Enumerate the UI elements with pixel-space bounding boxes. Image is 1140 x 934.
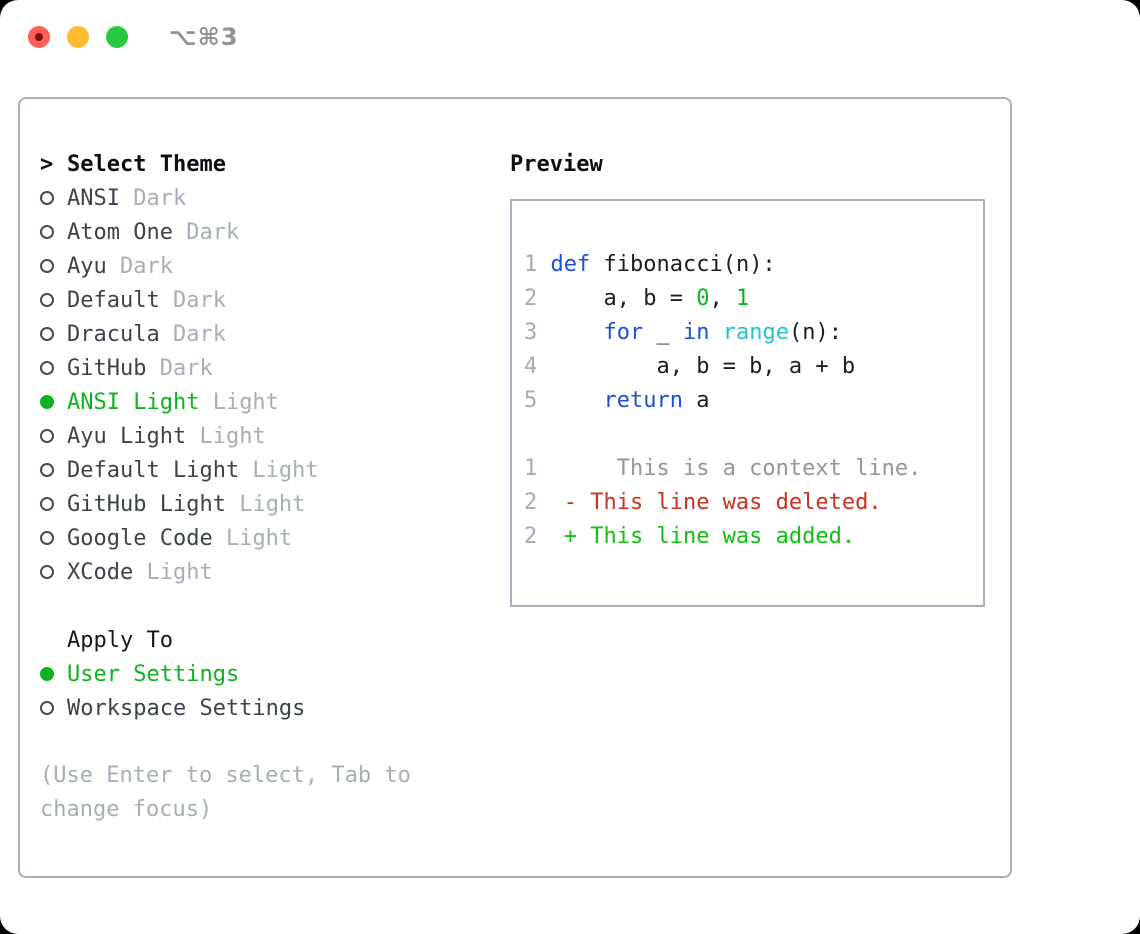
theme-option[interactable]: ANSI Light Light — [40, 385, 510, 419]
apply-to-label: User Settings — [67, 661, 240, 687]
apply-to-option[interactable]: User Settings — [40, 657, 510, 691]
line-number: 2 — [524, 524, 538, 549]
theme-name: ANSI Light — [67, 389, 200, 415]
line-number: 2 — [524, 286, 538, 311]
theme-variant: Light — [186, 423, 266, 449]
theme-option[interactable]: ANSI Dark — [40, 181, 510, 215]
close-button-icon[interactable] — [28, 26, 50, 48]
prompt-icon: > — [40, 151, 54, 177]
preview-line: 5 return a — [524, 388, 710, 413]
theme-option[interactable]: GitHub Light Light — [40, 487, 510, 521]
theme-variant: Dark — [172, 219, 240, 245]
line-number: 2 — [524, 490, 538, 515]
preview-title: Preview — [510, 151, 603, 177]
theme-option[interactable]: Atom One Dark — [40, 215, 510, 249]
radio-icon — [40, 531, 67, 545]
theme-name: Google Code — [67, 525, 213, 551]
radio-icon — [40, 293, 67, 307]
line-number: 1 — [524, 456, 538, 481]
line-number: 5 — [524, 388, 538, 413]
line-number: 3 — [524, 320, 538, 345]
radio-icon — [40, 565, 67, 579]
apply-to-list: User Settings Workspace Settings — [40, 657, 510, 725]
theme-variant: Light — [199, 389, 279, 415]
theme-variant: Light — [133, 559, 213, 585]
theme-variant: Dark — [119, 185, 187, 211]
window-shortcut-title: ⌥⌘3 — [169, 23, 239, 51]
theme-option[interactable]: Dracula Dark — [40, 317, 510, 351]
theme-name: ANSI — [67, 185, 120, 211]
diff-preview-block: 1 This is a context line. 2 - This line w… — [524, 452, 973, 554]
theme-option[interactable]: Default Light Light — [40, 453, 510, 487]
theme-option[interactable]: Ayu Light Light — [40, 419, 510, 453]
radio-icon — [40, 361, 67, 375]
theme-list: ANSI Dark Atom One Dark Ayu Dark Default… — [40, 181, 510, 589]
select-theme-header-row: > Select Theme — [40, 147, 510, 181]
radio-icon — [40, 463, 67, 477]
radio-icon — [40, 429, 67, 443]
apply-to-title: Apply To — [67, 627, 173, 653]
radio-icon — [40, 327, 67, 341]
zoom-button-icon[interactable] — [106, 26, 128, 48]
preview-line: 3 for _ in range(n): — [524, 320, 842, 345]
apply-to-header-row: Apply To — [40, 623, 510, 657]
preview-box: 1 def fibonacci(n): 2 a, b = 0, 1 3 for _ … — [510, 199, 985, 607]
theme-option[interactable]: Ayu Dark — [40, 249, 510, 283]
line-number: 1 — [524, 252, 538, 277]
theme-variant: Dark — [159, 321, 226, 347]
titlebar: ⌥⌘3 — [28, 23, 239, 51]
radio-icon — [40, 701, 67, 715]
preview-line: 2 + This line was added. — [524, 524, 856, 549]
theme-name: Ayu — [67, 253, 107, 279]
preview-line: 2 - This line was deleted. — [524, 490, 882, 515]
preview-line: 1 def fibonacci(n): — [524, 252, 776, 277]
theme-variant: Dark — [146, 355, 213, 381]
theme-variant: Light — [212, 525, 293, 551]
theme-name: Ayu Light — [67, 423, 187, 449]
theme-option[interactable]: Google Code Light — [40, 521, 510, 555]
theme-option[interactable]: XCode Light — [40, 555, 510, 589]
preview-line: 2 a, b = 0, 1 — [524, 286, 750, 311]
select-theme-title: Select Theme — [67, 151, 226, 177]
theme-name: Dracula — [67, 321, 160, 347]
help-text: (Use Enter to select, Tab to change focu… — [40, 763, 411, 822]
theme-picker-panel: > Select Theme ANSI Dark Atom One Dark A… — [18, 97, 1012, 878]
preview-line: 1 This is a context line. — [524, 456, 922, 481]
preview-spacer — [524, 418, 973, 452]
radio-icon — [40, 191, 67, 205]
theme-name: XCode — [67, 559, 134, 585]
apply-to-label: Workspace Settings — [67, 695, 306, 721]
preview-column: Preview 1 def fibonacci(n): 2 a, b = 0, 1… — [510, 147, 1010, 876]
apply-to-option[interactable]: Workspace Settings — [40, 691, 510, 725]
theme-variant: Light — [239, 457, 319, 483]
radio-icon — [40, 667, 67, 681]
radio-icon — [40, 225, 67, 239]
theme-variant: Dark — [159, 287, 226, 313]
minimize-button-icon[interactable] — [67, 26, 89, 48]
theme-name: Atom One — [67, 219, 173, 245]
code-preview-block: 1 def fibonacci(n): 2 a, b = 0, 1 3 for _ … — [524, 248, 973, 418]
selector-column: > Select Theme ANSI Dark Atom One Dark A… — [40, 147, 510, 876]
theme-option[interactable]: Default Dark — [40, 283, 510, 317]
line-number: 4 — [524, 354, 538, 379]
preview-line: 4 a, b = b, a + b — [524, 354, 856, 379]
radio-icon — [40, 497, 67, 511]
theme-variant: Dark — [106, 253, 173, 279]
radio-icon — [40, 395, 67, 409]
theme-name: Default — [67, 287, 160, 313]
theme-name: GitHub — [67, 355, 147, 381]
theme-variant: Light — [225, 491, 306, 517]
radio-icon — [40, 259, 67, 273]
theme-option[interactable]: GitHub Dark — [40, 351, 510, 385]
theme-name: GitHub Light — [67, 491, 226, 517]
theme-name: Default Light — [67, 457, 240, 483]
